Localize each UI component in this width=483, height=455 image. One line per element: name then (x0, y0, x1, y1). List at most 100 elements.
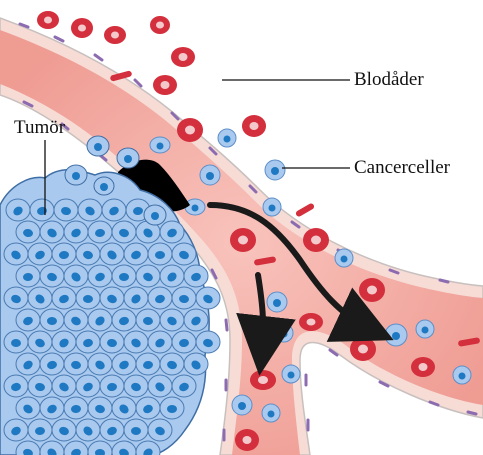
tumor-cell-icon (184, 309, 208, 331)
red-blood-cell-icon (350, 337, 376, 361)
red-blood-cell-icon (71, 18, 93, 38)
cancer-cell-icon (282, 365, 300, 383)
label-cancer-cells: Cancerceller (354, 158, 450, 177)
cancer-cell-icon (335, 249, 353, 267)
tumor-cell-icon (124, 243, 148, 265)
cancer-cell-icon (275, 324, 293, 342)
tumor-cell-icon (112, 309, 136, 331)
tumor-cell-icon (112, 353, 136, 375)
red-blood-cell-icon (250, 370, 276, 390)
tumor-cell-icon (136, 265, 160, 287)
tumor-cell-icon (160, 265, 184, 287)
tumor-cell-icon (28, 419, 52, 441)
tumor-cell-icon (148, 375, 172, 397)
tumor-cell-icon (100, 331, 124, 353)
red-blood-cell-icon (150, 16, 170, 34)
tumor-cell-icon (88, 221, 112, 243)
tumor-cell-icon (52, 243, 76, 265)
cancer-cell-icon (87, 136, 109, 156)
tumor-cell-icon (148, 287, 172, 309)
cancer-cell-icon (267, 292, 287, 312)
tumor-cell-icon (4, 419, 28, 441)
tumor-cell-icon (112, 265, 136, 287)
tumor-cell-icon (100, 287, 124, 309)
cancer-cell-icon (232, 395, 252, 415)
tumor-cell-icon (124, 331, 148, 353)
tumor-cell-icon (54, 199, 78, 221)
cancer-cell-icon (265, 160, 285, 180)
tumor-cell-icon (184, 353, 208, 375)
tumor-cell-icon (88, 397, 112, 419)
tumor-cell-icon (160, 397, 184, 419)
tumor-cell-icon (76, 243, 100, 265)
tumor-cell-icon (76, 419, 100, 441)
tumor-cell-icon (52, 375, 76, 397)
red-blood-cell-icon (37, 11, 59, 29)
cancer-cell-icon (262, 404, 280, 422)
tumor-cell-icon (4, 375, 28, 397)
tumor-cell-icon (172, 375, 196, 397)
tumor-cell-icon (76, 375, 100, 397)
red-blood-cell-icon (242, 115, 266, 137)
label-blood-vessel: Blodåder (354, 70, 424, 89)
tumor-cell-icon (172, 331, 196, 353)
tumor-cell-icon (172, 287, 196, 309)
tumor-cell-icon (40, 221, 64, 243)
tumor-cell-icon (196, 331, 220, 353)
red-blood-cell-icon (171, 47, 195, 67)
cancer-cell-icon (453, 366, 471, 384)
tumor-cell-icon (64, 353, 88, 375)
tumor-cell-icon (76, 331, 100, 353)
red-blood-cell-icon (235, 429, 259, 451)
tumor-cell-icon (40, 265, 64, 287)
tumor-cell-icon (160, 221, 184, 243)
cancer-cell-icon (200, 165, 220, 185)
tumor-cell-icon (16, 353, 40, 375)
tumor-cell-icon (88, 353, 112, 375)
tumor-cell-icon (16, 397, 40, 419)
tumor-cell-icon (148, 419, 172, 441)
tumor-cell-icon (28, 331, 52, 353)
cancer-cell-icon (185, 199, 205, 215)
red-blood-cell-icon (359, 278, 385, 302)
tumor-cell-icon (4, 287, 28, 309)
tumor-cell-icon (112, 221, 136, 243)
cancer-cell-icon (218, 129, 236, 147)
tumor-cell-icon (124, 375, 148, 397)
red-blood-cell-icon (230, 228, 256, 252)
tumor-cell-icon (28, 243, 52, 265)
red-blood-cell-side-icon (295, 202, 315, 217)
tumor-cell-icon (64, 397, 88, 419)
tumor-cell-icon (148, 331, 172, 353)
tumor-cell-icon (196, 287, 220, 309)
tumor-cell-icon (124, 287, 148, 309)
tumor-cell-icon (112, 397, 136, 419)
tumor-cell-icon (148, 243, 172, 265)
tumor-cell-icon (40, 353, 64, 375)
cancer-cell-icon (416, 320, 434, 338)
tumor-cell-icon (124, 419, 148, 441)
tumor-cell-icon (136, 309, 160, 331)
tumor-cell-icon (6, 199, 30, 221)
cancer-cell-icon (144, 205, 166, 225)
tumor-cell-icon (160, 353, 184, 375)
red-blood-cell-icon (303, 228, 329, 252)
tumor-cell-icon (30, 199, 54, 221)
tumor-cell-icon (64, 309, 88, 331)
tumor-cell-icon (52, 419, 76, 441)
tumor-cell-icon (4, 331, 28, 353)
tumor-cell-icon (40, 309, 64, 331)
cancer-cell-icon (117, 148, 139, 168)
tumor-cell-icon (4, 243, 28, 265)
tumor-cell-icon (136, 353, 160, 375)
cancer-cell-icon (65, 165, 87, 185)
tumor-cell-icon (76, 287, 100, 309)
tumor-cell-icon (16, 221, 40, 243)
cancer-cell-icon (150, 137, 170, 153)
tumor-cell-icon (52, 287, 76, 309)
tumor-cell-icon (102, 199, 126, 221)
red-blood-cell-icon (104, 26, 126, 44)
tumor-cell-icon (172, 243, 196, 265)
cancer-cell-icon (94, 177, 114, 195)
tumor-cell-icon (28, 375, 52, 397)
